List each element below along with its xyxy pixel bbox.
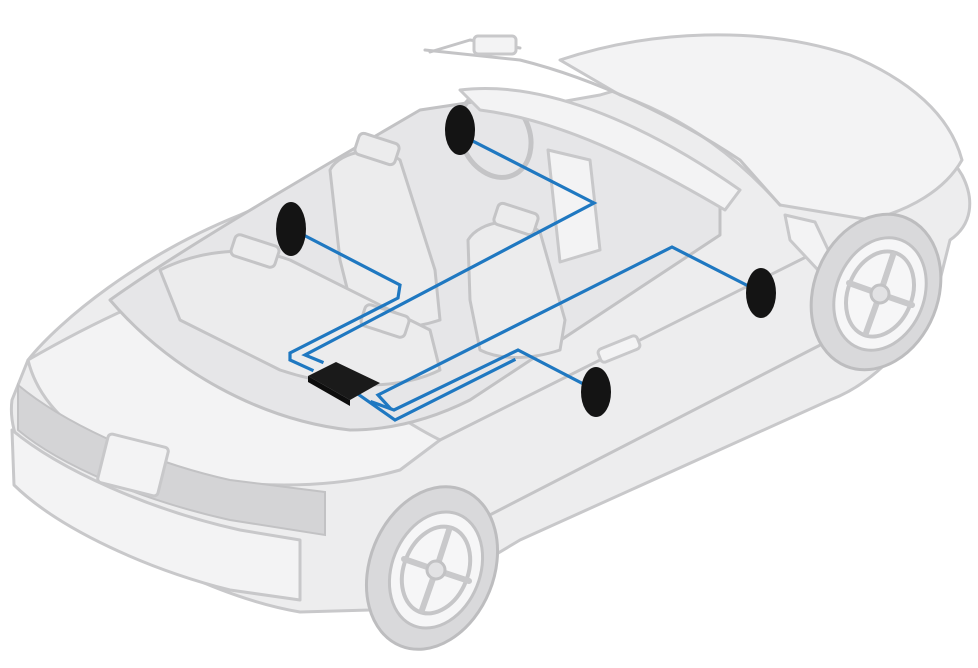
sill-line [478,338,832,522]
speaker-wiring [287,132,765,422]
speaker-front-left [445,105,475,155]
amplifier-box [308,362,380,400]
wire-front-left [301,132,598,365]
headrest-rear-left [229,233,281,269]
wire-rear-right [369,348,598,412]
hood [558,33,964,222]
wire-front-right [375,245,765,411]
door-handle [596,334,642,364]
wheel-front-right [809,212,943,372]
wire-rear-left [287,225,402,373]
wire-trunk-loop [352,357,517,422]
speaker-rear-right [581,367,611,417]
rearview-mirror [472,34,518,56]
headrest-front-right [492,201,540,237]
speakers [276,105,776,417]
speaker-front-right [746,268,776,318]
speaker-rear-left [276,202,306,256]
wheel-rear-right [364,485,500,651]
dashboard [458,86,742,212]
headrest-front-left [353,131,401,167]
rear-bumper [10,428,302,602]
tail-light-band [17,382,326,537]
windshield-frame [423,48,782,207]
amplifier [308,362,380,406]
license-plate [96,432,170,498]
cabin-interior [108,86,742,432]
amplifier-side [308,376,350,406]
